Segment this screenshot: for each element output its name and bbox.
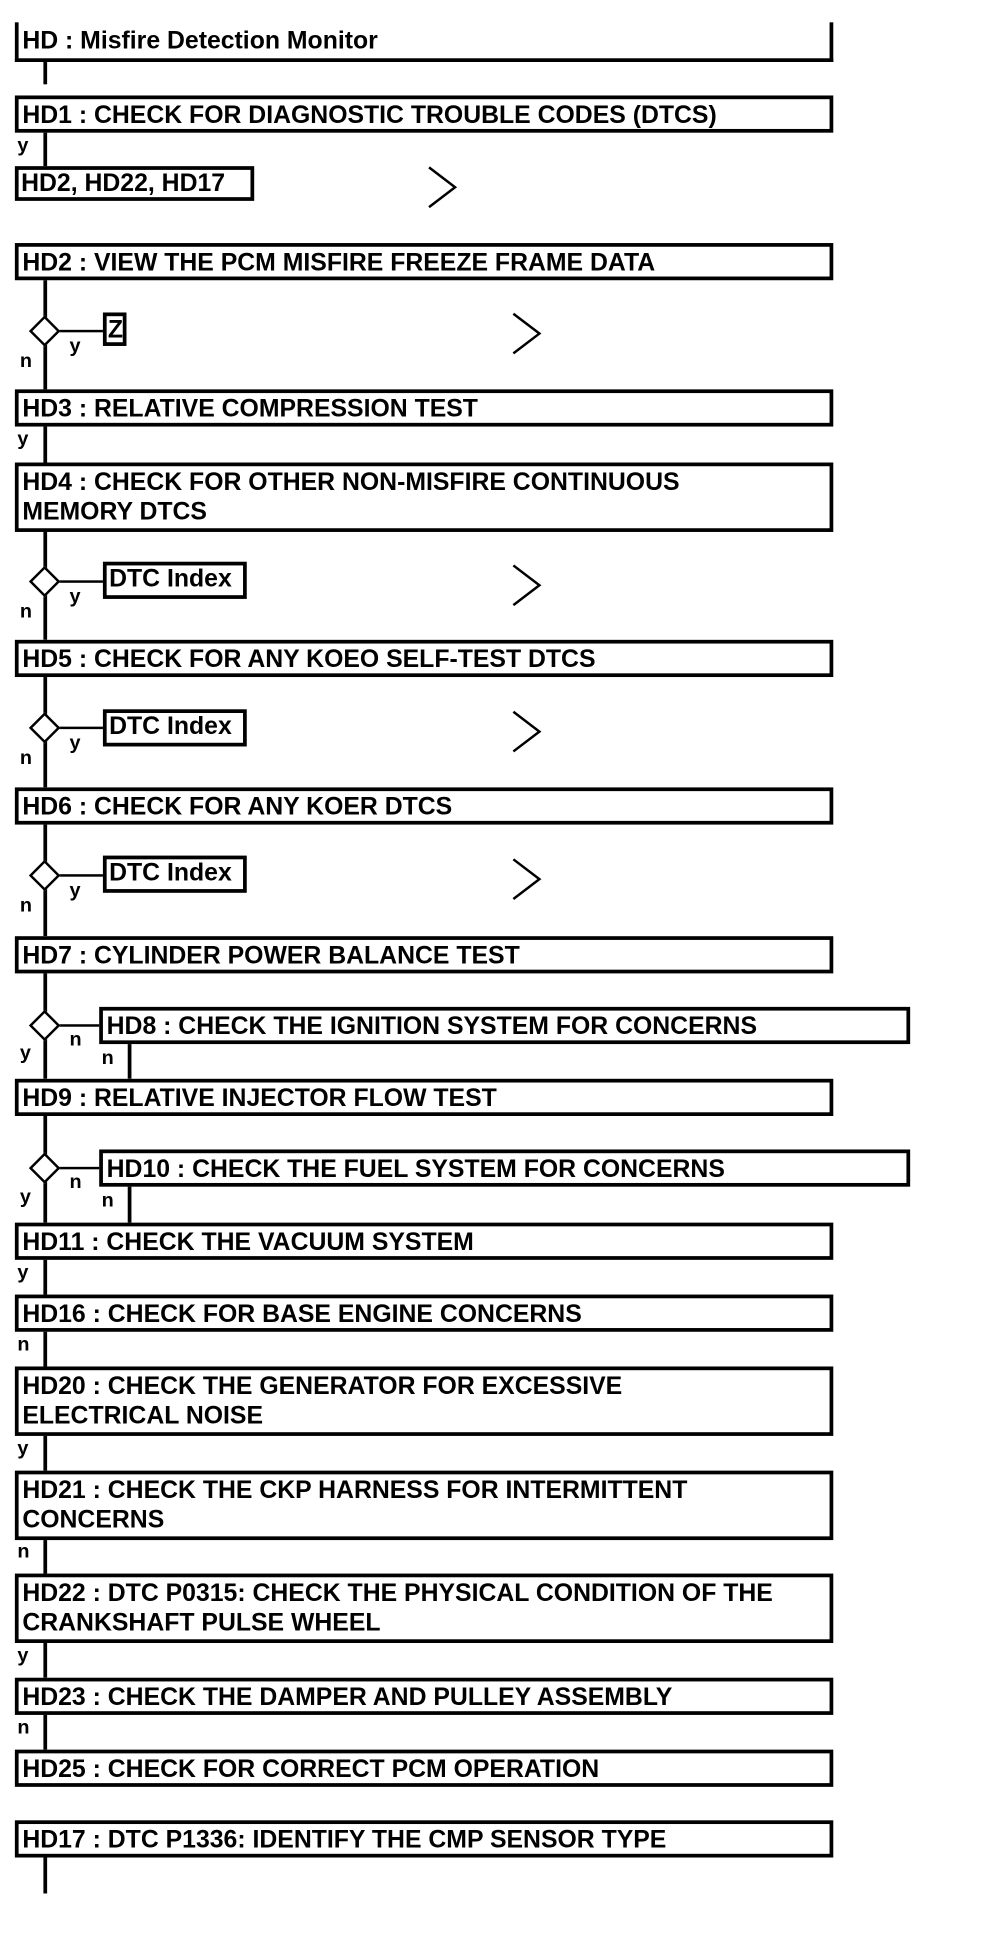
step-hd2[interactable]: HD2 : VIEW THE PCM MISFIRE FREEZE FRAME … (14, 243, 834, 281)
branch-label-no: n (17, 1541, 30, 1563)
step-hd16[interactable]: HD16 : CHECK FOR BASE ENGINE CONCERNS (14, 1294, 834, 1332)
step-hd8[interactable]: HD8 : CHECK THE IGNITION SYSTEM FOR CONC… (99, 1006, 911, 1045)
branch-label-yes: y (69, 336, 81, 358)
step-hd3[interactable]: HD3 : RELATIVE COMPRESSION TEST (14, 389, 834, 427)
branch-label-yes: y (17, 1262, 29, 1284)
main-connector (43, 1257, 48, 1295)
link-dtc-index-hd6[interactable]: DTC Index (102, 855, 247, 893)
chevron-right-icon[interactable] (511, 312, 543, 355)
chevron-right-icon[interactable] (511, 564, 543, 607)
link-hd1-targets[interactable]: HD2, HD22, HD17 (14, 166, 255, 201)
step-hd1[interactable]: HD1 : CHECK FOR DIAGNOSTIC TROUBLE CODES… (14, 95, 834, 133)
branch-connector (59, 1166, 105, 1170)
page-title: HD : Misfire Detection Monitor (14, 22, 834, 62)
branch-label-yes: y (17, 1645, 29, 1667)
branch-label-yes: y (69, 880, 81, 902)
return-connector (127, 1041, 132, 1079)
branch-label-no: n (19, 747, 32, 769)
link-dtc-index-hd5[interactable]: DTC Index (102, 709, 247, 747)
branch-label-no: n (69, 1171, 82, 1193)
branch-label-no: n (19, 601, 32, 623)
branch-connector (59, 580, 105, 583)
step-hd5[interactable]: HD5 : CHECK FOR ANY KOEO SELF-TEST DTCS (14, 639, 834, 678)
branch-connector (59, 329, 105, 333)
link-dtc-index-hd4[interactable]: DTC Index (102, 561, 247, 599)
diamond-icon (28, 315, 61, 347)
main-connector (43, 1329, 48, 1367)
main-connector (43, 1712, 48, 1750)
branch-label-yes: y (19, 1042, 31, 1064)
step-hd10[interactable]: HD10 : CHECK THE FUEL SYSTEM FOR CONCERN… (99, 1149, 911, 1187)
step-hd23[interactable]: HD23 : CHECK THE DAMPER AND PULLEY ASSEM… (14, 1677, 834, 1715)
chevron-right-icon[interactable] (427, 166, 459, 209)
branch-connector (59, 874, 105, 877)
step-hd9[interactable]: HD9 : RELATIVE INJECTOR FLOW TEST (14, 1078, 834, 1116)
step-hd22[interactable]: HD22 : DTC P0315: CHECK THE PHYSICAL CON… (14, 1573, 834, 1643)
branch-label-no: n (19, 350, 32, 372)
branch-connector (59, 1024, 105, 1027)
branch-label-yes: y (17, 135, 29, 157)
branch-label-no: n (101, 1047, 114, 1069)
main-connector (43, 424, 48, 464)
diamond-icon (28, 1152, 61, 1184)
return-connector (127, 1184, 132, 1223)
branch-label-yes: y (69, 586, 81, 608)
chevron-right-icon[interactable] (511, 858, 543, 900)
main-connector (43, 1640, 48, 1678)
branch-connector (59, 726, 105, 730)
branch-label-no: n (17, 1334, 30, 1356)
branch-label-yes: y (19, 1186, 31, 1208)
step-hd7[interactable]: HD7 : CYLINDER POWER BALANCE TEST (14, 936, 834, 974)
branch-label-no: n (19, 895, 32, 917)
branch-label-no: n (17, 1717, 30, 1739)
link-hd2-z[interactable]: Z (102, 312, 127, 346)
step-hd25[interactable]: HD25 : CHECK FOR CORRECT PCM OPERATION (14, 1749, 834, 1787)
step-hd21[interactable]: HD21 : CHECK THE CKP HARNESS FOR INTERMI… (14, 1470, 834, 1541)
branch-label-no: n (101, 1190, 114, 1212)
chevron-right-icon[interactable] (511, 710, 543, 753)
main-connector (43, 130, 48, 168)
diamond-icon (28, 1009, 61, 1042)
branch-label-yes: y (69, 732, 81, 754)
step-hd4[interactable]: HD4 : CHECK FOR OTHER NON-MISFIRE CONTIN… (14, 462, 834, 532)
main-connector (43, 1433, 48, 1471)
step-hd17[interactable]: HD17 : DTC P1336: IDENTIFY THE CMP SENSO… (14, 1820, 834, 1858)
diamond-icon (28, 859, 61, 892)
diamond-icon (28, 565, 61, 598)
branch-label-no: n (69, 1029, 82, 1051)
branch-label-yes: y (17, 1438, 29, 1460)
main-connector (43, 1536, 48, 1574)
main-connector (43, 1856, 48, 1894)
diamond-icon (28, 712, 61, 744)
step-hd11[interactable]: HD11 : CHECK THE VACUUM SYSTEM (14, 1222, 834, 1260)
step-hd6[interactable]: HD6 : CHECK FOR ANY KOER DTCS (14, 787, 834, 825)
step-hd20[interactable]: HD20 : CHECK THE GENERATOR FOR EXCESSIVE… (14, 1366, 834, 1436)
branch-label-yes: y (17, 429, 29, 451)
main-connector (43, 59, 48, 85)
